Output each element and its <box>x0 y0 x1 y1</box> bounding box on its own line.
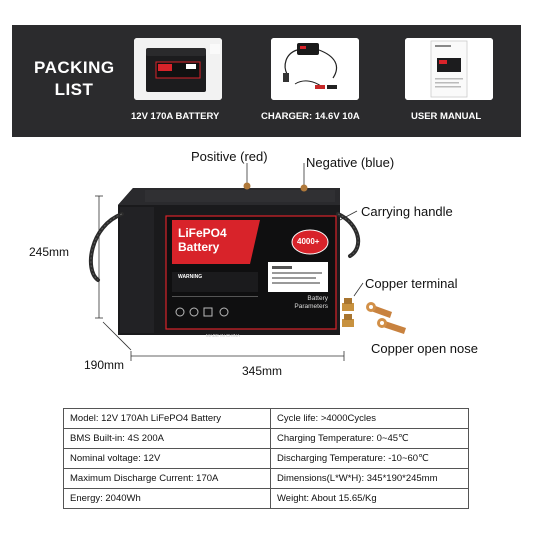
spec-dimensions: Dimensions(L*W*H): 345*190*245mm <box>270 468 469 489</box>
carrying-handle-callout: Carrying handle <box>361 204 453 219</box>
depth-dimension: 190mm <box>84 358 125 372</box>
copper-open-nose <box>366 302 406 334</box>
spec-model: Model: 12V 170Ah LiFePO4 Battery <box>63 408 271 429</box>
packing-list-title: PACKING LIST <box>34 57 114 101</box>
spec-bms: BMS Built-in: 4S 200A <box>63 428 271 449</box>
negative-terminal <box>300 184 308 192</box>
positive-terminal-callout: Positive (red) <box>191 149 268 164</box>
positive-terminal <box>243 182 251 190</box>
cycles-badge: 4000+ <box>297 237 320 246</box>
table-row: BMS Built-in: 4S 200A Charging Temperatu… <box>63 428 469 449</box>
height-dimension: 245mm <box>29 245 70 259</box>
spec-table: Model: 12V 170Ah LiFePO4 Battery Cycle l… <box>63 408 469 509</box>
spec-weight: Weight: About 15.65/Kg <box>270 488 469 509</box>
battery-label-panel <box>165 215 337 330</box>
packing-list-title-line1: PACKING <box>34 58 115 77</box>
spec-charging-temperature: Charging Temperature: 0~45℃ <box>270 428 469 449</box>
negative-terminal-callout: Negative (blue) <box>306 155 395 170</box>
packing-list-banner: PACKING LIST 12V 170A BATTERY CHARGER <box>12 25 521 137</box>
battery-parameters-line1: Battery <box>307 295 328 302</box>
packing-item-battery-label: 12V 170A BATTERY <box>131 111 220 122</box>
spec-energy: Energy: 2040Wh <box>63 488 271 509</box>
packing-item-charger-label: CHARGER: 14.6V 10A <box>261 111 360 122</box>
made-in-label: MADE IN CHINA <box>206 333 241 338</box>
table-row: Model: 12V 170Ah LiFePO4 Battery Cycle l… <box>63 408 469 429</box>
spec-max-discharge-current: Maximum Discharge Current: 170A <box>63 468 271 489</box>
battery-parameters-line2: Parameters <box>294 303 328 310</box>
packing-item-manual-label: USER MANUAL <box>411 111 482 122</box>
battery-thumbnail <box>134 38 222 100</box>
copper-terminal <box>342 298 354 327</box>
spec-cycle-life: Cycle life: >4000Cycles <box>270 408 469 429</box>
battery-brand-line2: Battery <box>178 240 220 254</box>
charger-thumbnail <box>271 38 359 100</box>
battery-brand-line1: LiFePO4 <box>178 226 227 240</box>
dimension-lines <box>95 195 345 361</box>
user-manual-thumbnail <box>405 38 493 100</box>
table-row: Energy: 2040Wh Weight: About 15.65/Kg <box>63 488 469 509</box>
battery-brand-label: LiFePO4 Battery <box>178 226 227 254</box>
spec-nominal-voltage: Nominal voltage: 12V <box>63 448 271 469</box>
spec-discharging-temperature: Discharging Temperature: -10~60℃ <box>270 448 469 469</box>
warning-label: WARNING <box>178 274 203 280</box>
table-row: Nominal voltage: 12V Discharging Tempera… <box>63 448 469 469</box>
table-row: Maximum Discharge Current: 170A Dimensio… <box>63 468 469 489</box>
copper-terminal-callout: Copper terminal <box>365 276 458 291</box>
battery-parameters-label: Battery Parameters <box>272 295 328 311</box>
length-dimension: 345mm <box>242 364 283 378</box>
packing-list-title-line2: LIST <box>54 80 94 99</box>
copper-open-nose-callout: Copper open nose <box>371 341 478 356</box>
